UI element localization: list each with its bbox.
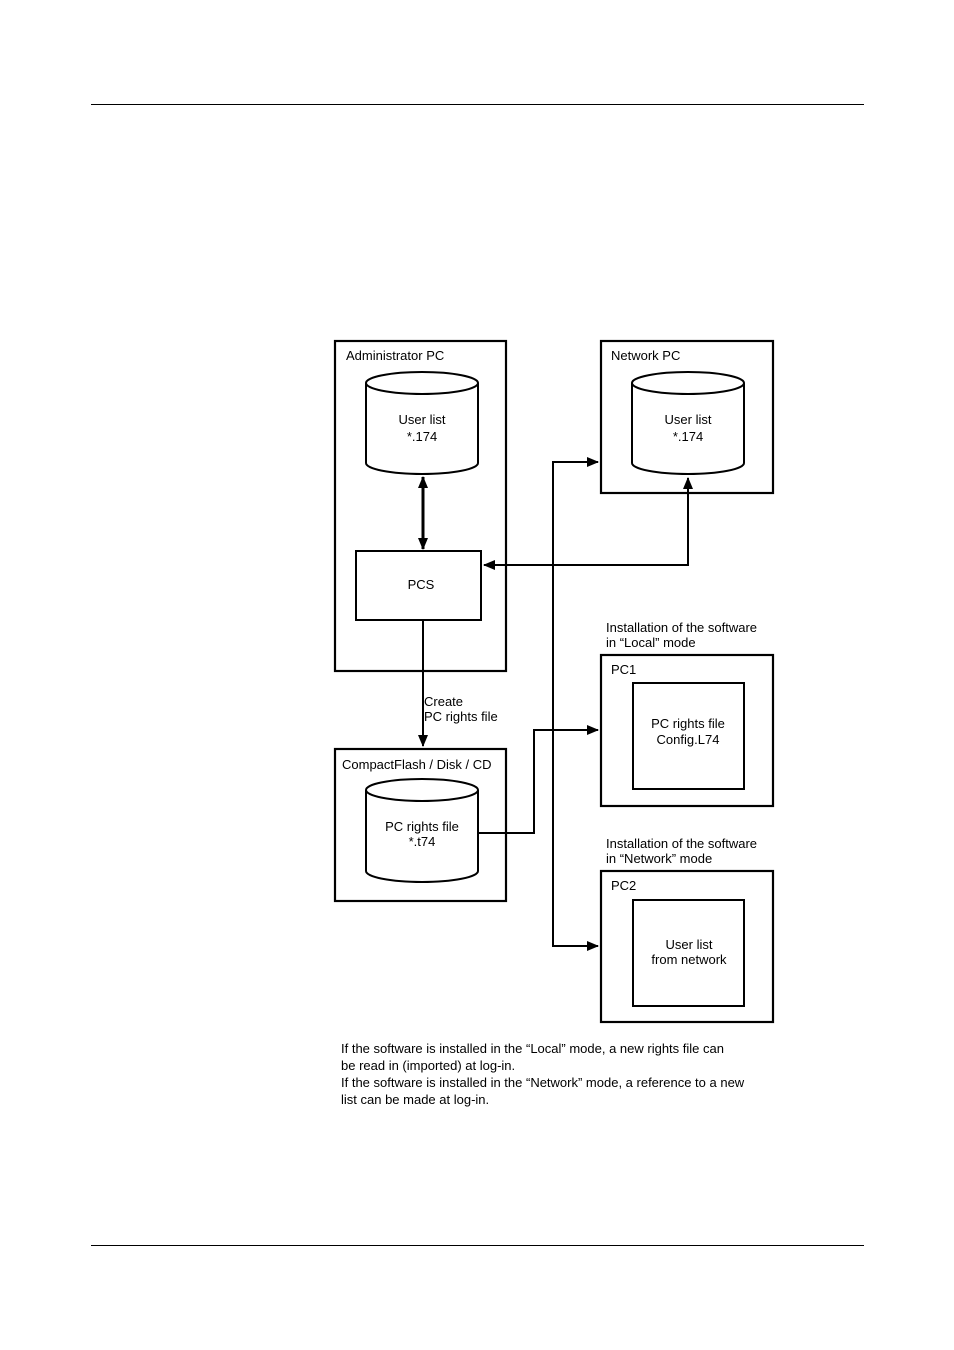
caption: If the software is installed in the “Loc… [341, 1040, 801, 1108]
network-user-list-database [631, 371, 745, 475]
caption-para1-line1: If the software is installed in the “Loc… [341, 1041, 724, 1056]
caption-para1-line2: be read in (imported) at log-in. [341, 1058, 516, 1073]
pc1-inner-line2: Config.L74 [657, 732, 720, 747]
pc1-inner-line1: PC rights file [651, 716, 725, 731]
pc1-inner-box [632, 682, 745, 790]
caption-para2-line2: list can be made at log-in. [341, 1092, 490, 1107]
local-note-line1: Installation of the software [606, 620, 757, 635]
rights-file-to-pc1-arrow [479, 725, 599, 834]
create-label-line2: PC rights file [424, 709, 498, 724]
network-user-list-ext: *.174 [673, 429, 703, 444]
admin-user-list-label: User list [399, 412, 446, 427]
media-title: CompactFlash / Disk / CD [342, 757, 492, 772]
network-pc-title: Network PC [611, 348, 680, 363]
network-note-line2: in “Network” mode [606, 851, 712, 866]
pc1-title: PC1 [611, 662, 636, 677]
footer-rule [91, 1245, 864, 1246]
distribution-to-network-pc-arrow [552, 457, 599, 565]
pcs-box [355, 550, 482, 621]
pc2-inner-line1: User list [666, 937, 713, 952]
pc2-inner-box [632, 899, 745, 1007]
create-label-line1: Create [424, 694, 463, 709]
caption-para2-line1: If the software is installed in the “Net… [341, 1075, 745, 1090]
media-file-label: PC rights file [385, 819, 459, 834]
distribution-to-pc2-arrow [552, 565, 599, 951]
admin-user-list-ext: *.174 [407, 429, 437, 444]
administrator-pc-title: Administrator PC [346, 348, 444, 363]
pcs-label: PCS [408, 577, 435, 592]
network-user-list-label: User list [665, 412, 712, 427]
pc2-inner-line2: from network [651, 952, 727, 967]
pc2-title: PC2 [611, 878, 636, 893]
media-file-ext: *.t74 [409, 834, 436, 849]
local-note-line2: in “Local” mode [606, 635, 696, 650]
pc-rights-file-database [365, 778, 479, 883]
admin-user-list-database [365, 371, 479, 475]
header-rule [91, 104, 864, 105]
network-note-line1: Installation of the software [606, 836, 757, 851]
